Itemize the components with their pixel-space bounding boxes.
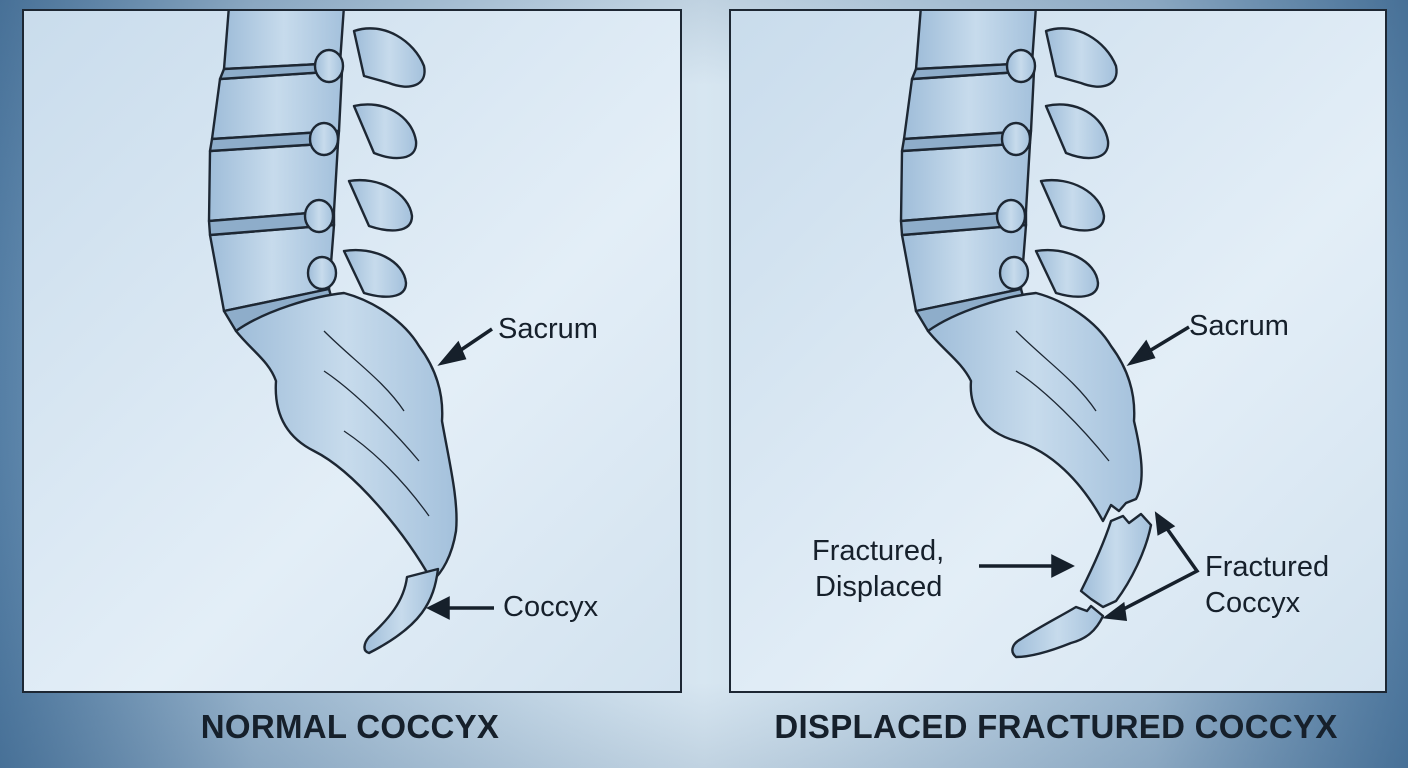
normal-coccyx-panel: Sacrum Coccyx bbox=[22, 9, 682, 693]
spinous-process-4 bbox=[1034, 248, 1100, 298]
sacrum bbox=[234, 291, 458, 583]
sacrum-label: Sacrum bbox=[498, 313, 598, 345]
spinous-process-1 bbox=[1044, 27, 1118, 88]
fractured-label-line1: Fractured bbox=[1205, 551, 1330, 583]
normal-coccyx-caption: NORMAL COCCYX bbox=[200, 708, 500, 745]
sacrum-label: Sacrum bbox=[1189, 310, 1289, 342]
displaced-label-line1: Fractured, bbox=[812, 535, 945, 567]
spinous-process-2 bbox=[352, 103, 418, 160]
coccyx-tip bbox=[1011, 604, 1105, 659]
spinous-process-1 bbox=[352, 27, 426, 88]
spinous-process-3 bbox=[347, 178, 414, 232]
sacrum bbox=[926, 291, 1143, 523]
displaced-label-line2: Displaced bbox=[815, 571, 943, 603]
normal-spine-illustration bbox=[207, 11, 494, 655]
coccyx bbox=[363, 567, 440, 655]
fractured-coccyx-panel: Sacrum Fractured, Displaced Fractured Co… bbox=[729, 9, 1387, 693]
spinous-process-3 bbox=[1039, 178, 1106, 232]
spinous-process-2 bbox=[1044, 103, 1110, 160]
coccyx-label: Coccyx bbox=[503, 591, 599, 623]
fractured-spine-illustration bbox=[899, 11, 1200, 659]
spinous-process-4 bbox=[342, 248, 408, 298]
displaced-coccyx-fragment bbox=[1079, 512, 1153, 609]
fractured-label-line2: Coccyx bbox=[1205, 587, 1301, 619]
fractured-coccyx-arrows bbox=[1115, 521, 1200, 615]
fractured-coccyx-caption: DISPLACED FRACTURED COCCYX bbox=[774, 708, 1338, 745]
